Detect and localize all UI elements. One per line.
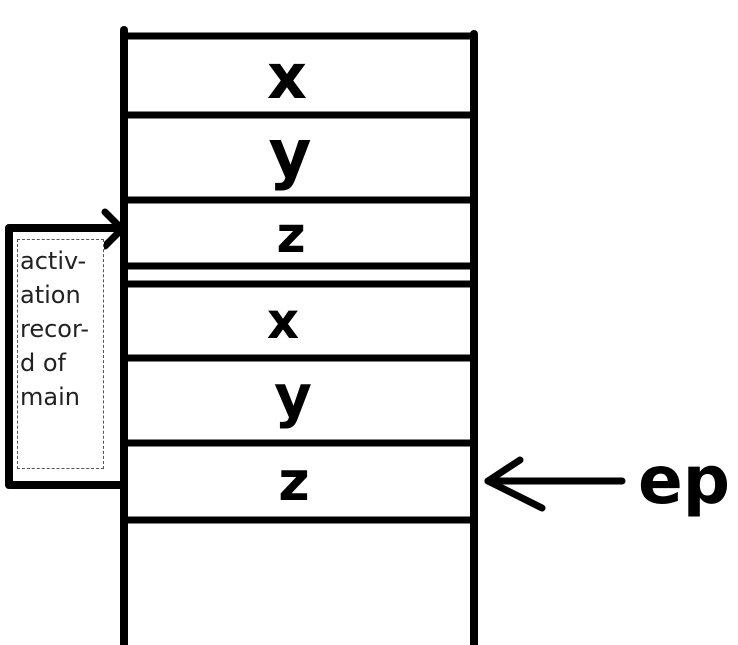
- label-line: activ-: [20, 247, 87, 275]
- cell-label-x: x: [267, 292, 299, 350]
- cell-label-z: z: [276, 206, 305, 264]
- ep-label: ep: [638, 442, 730, 519]
- activation-record-label: activ- ation recor- d of main: [17, 239, 104, 469]
- cell-label-y: y: [274, 362, 312, 430]
- ep-arrow-head: [484, 456, 546, 512]
- control-link-bracket: [5, 224, 126, 489]
- control-link-arrowhead: [101, 208, 126, 250]
- cell-label-z: z: [278, 450, 309, 513]
- label-line: ation: [20, 281, 81, 309]
- label-line: main: [20, 383, 80, 411]
- cell-label-y: y: [268, 115, 311, 192]
- cell-label-x: x: [267, 40, 307, 113]
- label-line: recor-: [20, 315, 89, 343]
- label-line: d of: [20, 349, 66, 377]
